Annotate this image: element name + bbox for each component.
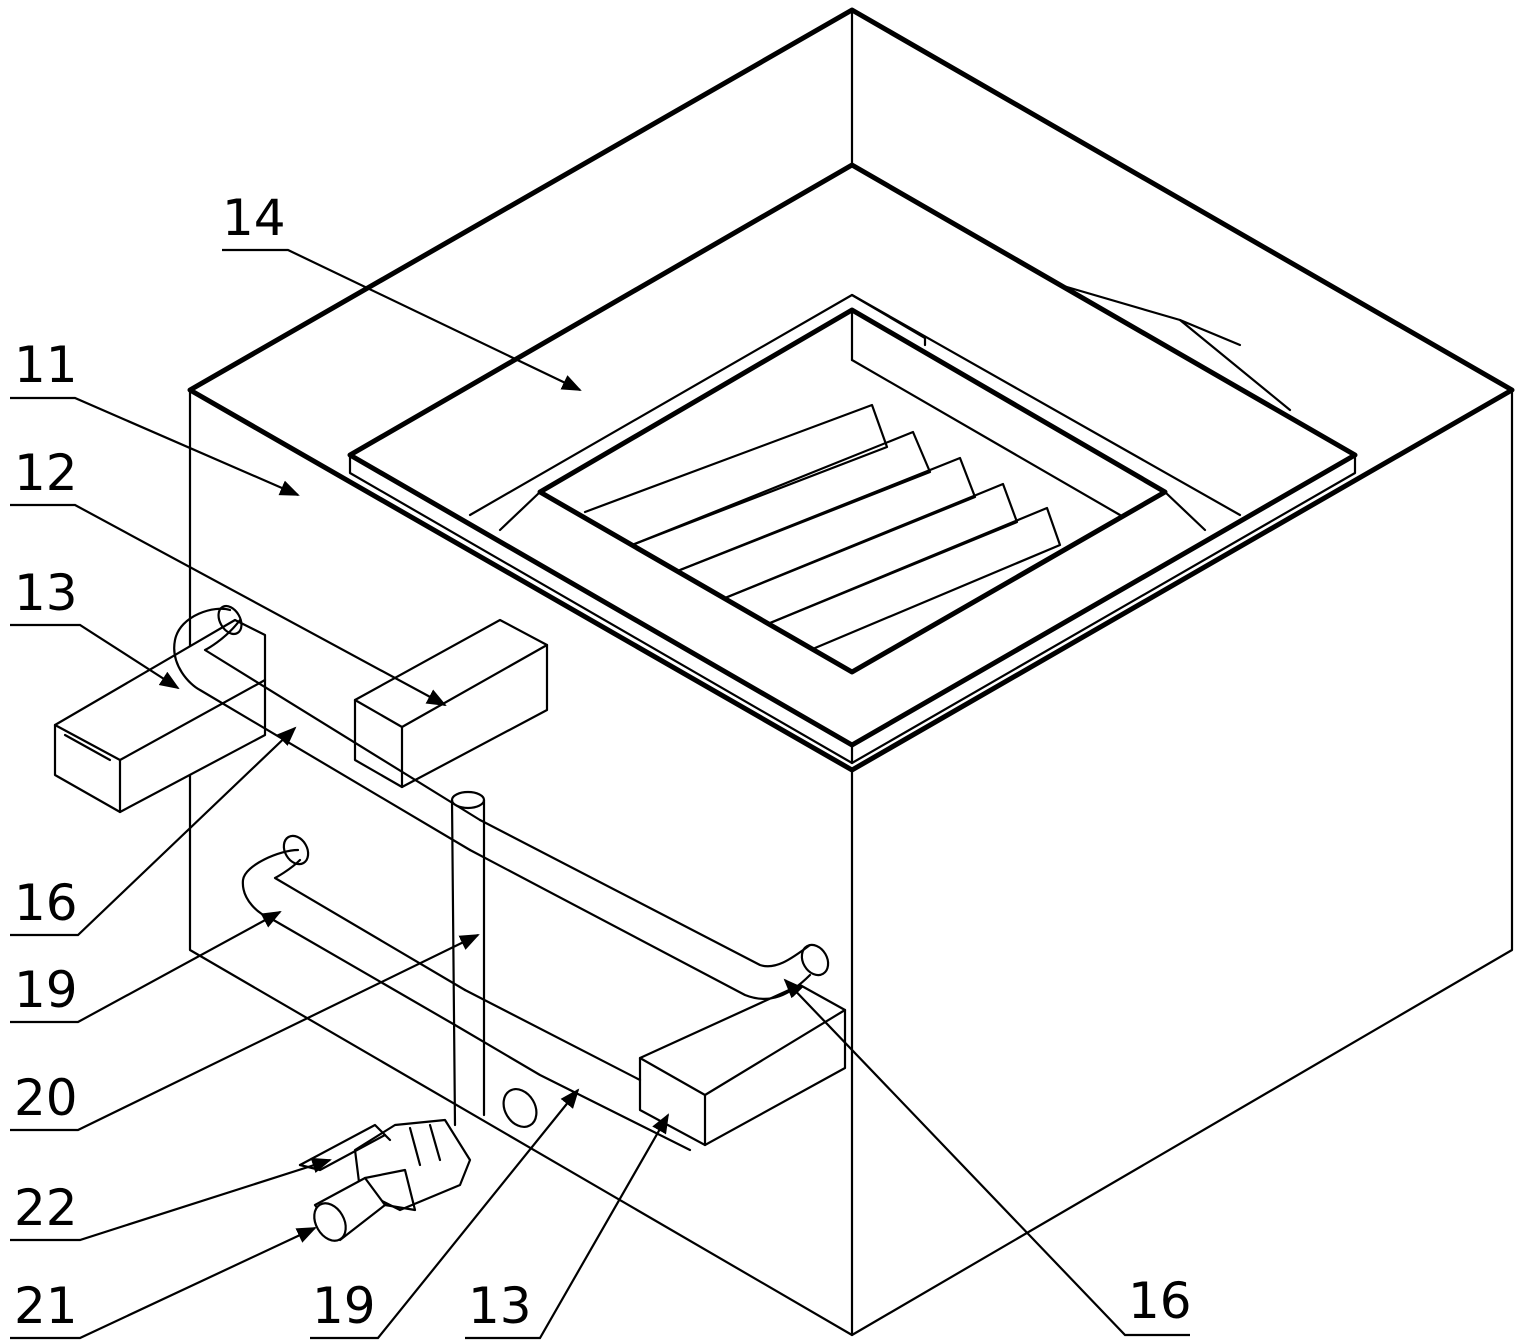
upper-pipe [173, 604, 830, 1000]
callout-16-right: 16 [1128, 1272, 1192, 1330]
callout-leaders [10, 248, 1190, 1340]
callout-13-left: 13 [14, 564, 78, 622]
callout-19-left: 19 [14, 961, 78, 1019]
left-square-duct [53, 618, 267, 814]
callout-16-left: 16 [14, 874, 78, 932]
callout-labels: 14 11 12 13 16 19 20 22 21 19 13 16 [14, 189, 1192, 1335]
callout-12: 12 [14, 444, 78, 502]
callout-19-bottom: 19 [312, 1277, 376, 1335]
callout-13-bottom: 13 [468, 1277, 532, 1335]
vertical-pipe [450, 790, 486, 1127]
callout-22: 22 [14, 1179, 78, 1237]
callout-11: 11 [14, 336, 78, 394]
lower-pipe [241, 834, 692, 1152]
upper-square-duct [353, 618, 549, 789]
filter-frame [498, 307, 1207, 675]
callout-21: 21 [14, 1277, 78, 1335]
valve-assembly [298, 1088, 538, 1242]
top-opening-frame [347, 162, 1358, 765]
callout-14: 14 [222, 189, 286, 247]
callout-20: 20 [14, 1069, 78, 1127]
